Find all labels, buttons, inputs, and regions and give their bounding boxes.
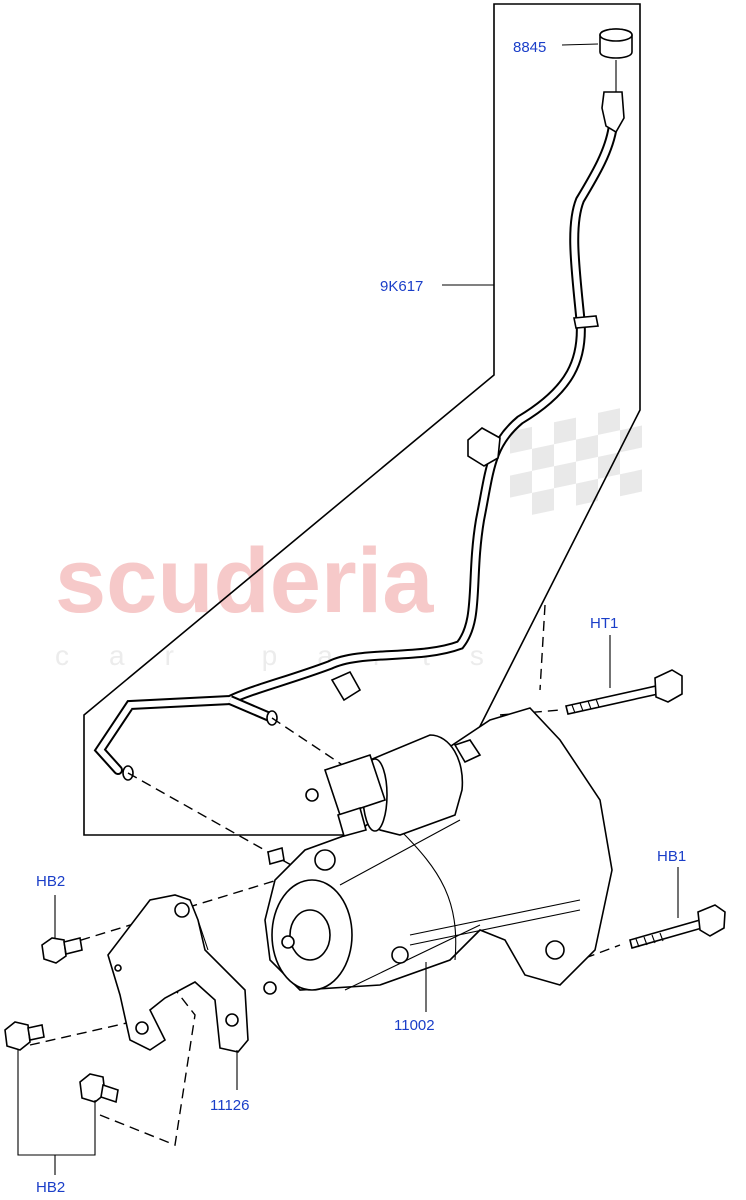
bolt-hb1 — [629, 904, 726, 949]
harness-group-outline — [83, 3, 641, 836]
checkered-flag-graphic — [510, 408, 642, 515]
callout-hb2-lower: HB2 — [36, 1179, 65, 1196]
bolt-hb2-upper — [41, 937, 83, 964]
harness-clip — [330, 670, 362, 702]
callout-labels: 8845 9K617 HT1 HB1 HB2 11002 11126 HB2 — [36, 39, 686, 1196]
callout-11002: 11002 — [394, 1017, 435, 1034]
callout-leaders — [17, 43, 679, 1175]
harness-terminal — [601, 91, 625, 134]
callout-hb2-upper: HB2 — [36, 873, 65, 890]
callout-ht1: HT1 — [590, 615, 618, 632]
starter-motor — [263, 707, 613, 995]
mounting-bracket — [107, 894, 249, 1053]
callout-9k617: 9K617 — [380, 278, 423, 295]
bolt-hb2-lower-right — [79, 1073, 119, 1104]
callout-hb1: HB1 — [657, 848, 686, 865]
callout-11126: 11126 — [210, 1097, 250, 1114]
bolt-hb2-lower-left — [4, 1021, 45, 1051]
harness-clip — [467, 427, 501, 467]
watermark: scuderia car parts — [55, 408, 642, 671]
wiring-harness — [93, 91, 625, 781]
callout-8845: 8845 — [513, 39, 546, 56]
harness-tie — [573, 315, 599, 329]
terminal-cap — [599, 28, 633, 92]
bolt-ht1 — [565, 669, 683, 715]
